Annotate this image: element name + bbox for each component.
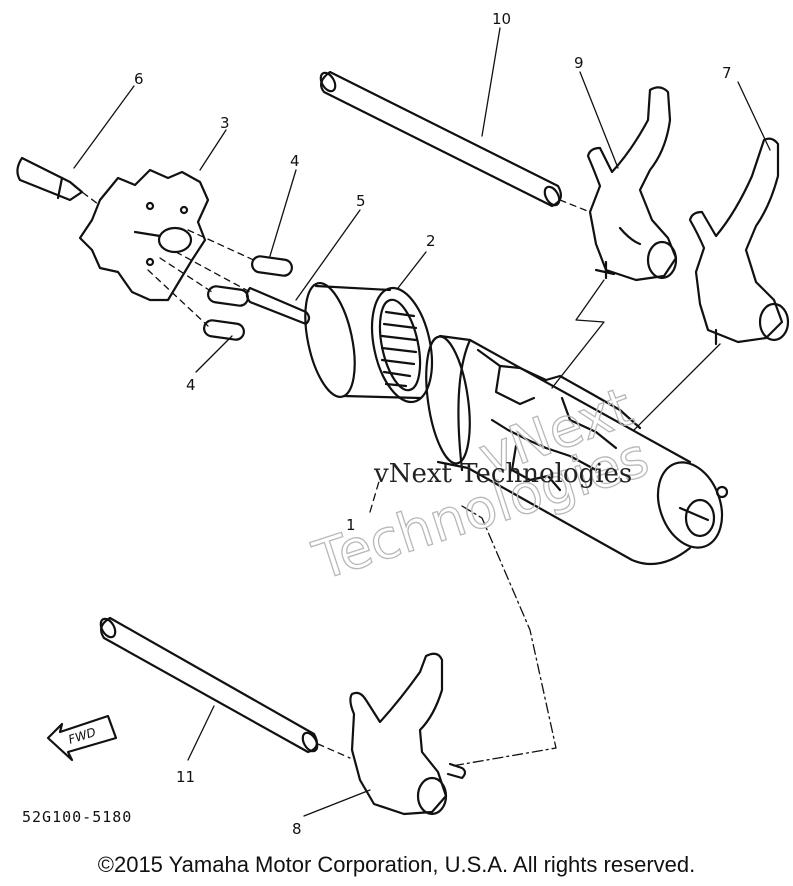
callout-4-lower: 4 xyxy=(186,376,196,394)
segment-star-part-3 xyxy=(78,168,210,302)
copyright-notice: ©2015 Yamaha Motor Corporation, U.S.A. A… xyxy=(97,852,696,877)
needle-bearing-part-2 xyxy=(304,281,434,404)
fork-shaft-part-11 xyxy=(99,616,351,759)
shift-fork-part-9 xyxy=(586,86,678,282)
callout-4-upper: 4 xyxy=(290,152,300,170)
dowel-pin-part-4-upper xyxy=(251,255,293,277)
fork-connector-lines xyxy=(451,279,721,767)
callout-8: 8 xyxy=(292,820,302,838)
callout-11: 11 xyxy=(176,768,195,786)
forward-arrow-icon xyxy=(46,714,118,762)
shift-fork-part-7 xyxy=(688,137,790,346)
callout-2: 2 xyxy=(426,232,436,250)
pin-bolt-part-6 xyxy=(16,156,84,202)
dowel-pin-part-4-lower xyxy=(203,319,245,341)
fork-shaft-part-10 xyxy=(319,70,591,213)
callout-3: 3 xyxy=(220,114,230,132)
long-pin-part-5 xyxy=(245,286,311,326)
callout-1: 1 xyxy=(346,516,356,534)
leader-lines xyxy=(73,27,771,817)
part-number: 52G100-5180 xyxy=(22,808,132,826)
callout-6: 6 xyxy=(134,70,144,88)
callout-5: 5 xyxy=(356,192,366,210)
callout-10: 10 xyxy=(492,10,511,28)
callout-9: 9 xyxy=(574,54,584,72)
watermark-text: vNext Technologies xyxy=(373,459,632,489)
shift-fork-part-8 xyxy=(349,652,467,816)
shift-drum-part-1 xyxy=(425,334,729,566)
alignment-lines xyxy=(73,185,259,327)
dowel-pin-part-4-middle xyxy=(207,285,249,307)
callout-7: 7 xyxy=(722,64,732,82)
